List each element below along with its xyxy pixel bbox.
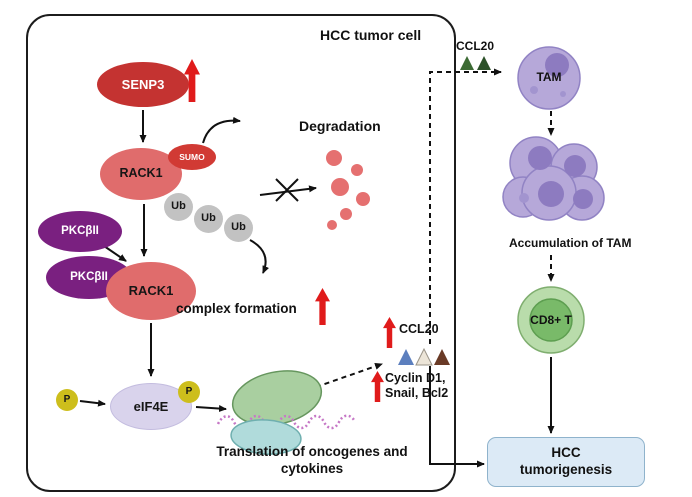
dashed-arrow-ccl20-secretion: [429, 68, 502, 344]
rack1-complex-node: RACK1: [106, 262, 196, 320]
phosphate-node-left: P: [56, 389, 78, 411]
cd8-t-label: CD8+ T: [530, 313, 572, 327]
ubiquitin-node-1: Ub: [164, 193, 193, 221]
arrow-cell-to-hcc: [429, 366, 485, 468]
ccl20-external-triangles-icon: [460, 56, 491, 70]
cyclin-snail-bcl2-label: Cyclin D1, Snail, Bcl2: [385, 371, 449, 400]
dashed-arrow-translation-to-ccl20: [315, 362, 383, 388]
ubiquitin-node-2: Ub: [194, 205, 223, 233]
arrow-pkc-to-complex: [103, 245, 127, 262]
tam-cluster-icon: [502, 136, 605, 221]
cell-title: HCC tumor cell: [320, 27, 422, 43]
translation-label: Translation of oncogenes and cytokines: [216, 444, 408, 476]
tam-cell-icon: [517, 46, 581, 110]
tam-label: TAM: [536, 70, 562, 84]
arrow-sumo-removal: [202, 116, 241, 144]
tam-accumulation-label: Accumulation of TAM: [509, 236, 632, 250]
degradation-label: Degradation: [299, 118, 381, 134]
phosphate-node-right: P: [178, 381, 200, 403]
ccl20-external-label: CCL20: [456, 39, 495, 53]
arrow-ub-chain: [249, 239, 269, 274]
hcc-tumorigenesis-label: HCC tumorigenesis: [519, 445, 613, 477]
ccl20-triangles-icon: [398, 347, 450, 366]
blocked-x-icon: [275, 178, 299, 202]
complex-formation-label: complex formation: [176, 301, 297, 316]
hcc-tumor-cell-boundary: [26, 14, 456, 492]
pkcbii-node-1: PKCβII: [38, 211, 122, 252]
ubiquitin-node-3: Ub: [224, 214, 253, 242]
senp3-node: SENP3: [97, 62, 189, 107]
cd8-t-cell-icon: [517, 286, 585, 354]
sumo-tag-node: SUMO: [168, 144, 216, 170]
arrow-p-to-eif4e: [79, 399, 106, 407]
ccl20-secreted-label: CCL20: [399, 322, 439, 336]
hcc-tumorigenesis-box: HCC tumorigenesis: [487, 437, 645, 487]
degradation-fragments-icon: [326, 150, 370, 230]
ribosome-icon: [216, 370, 356, 455]
arrow-eif4e-to-ribosome: [195, 405, 227, 413]
